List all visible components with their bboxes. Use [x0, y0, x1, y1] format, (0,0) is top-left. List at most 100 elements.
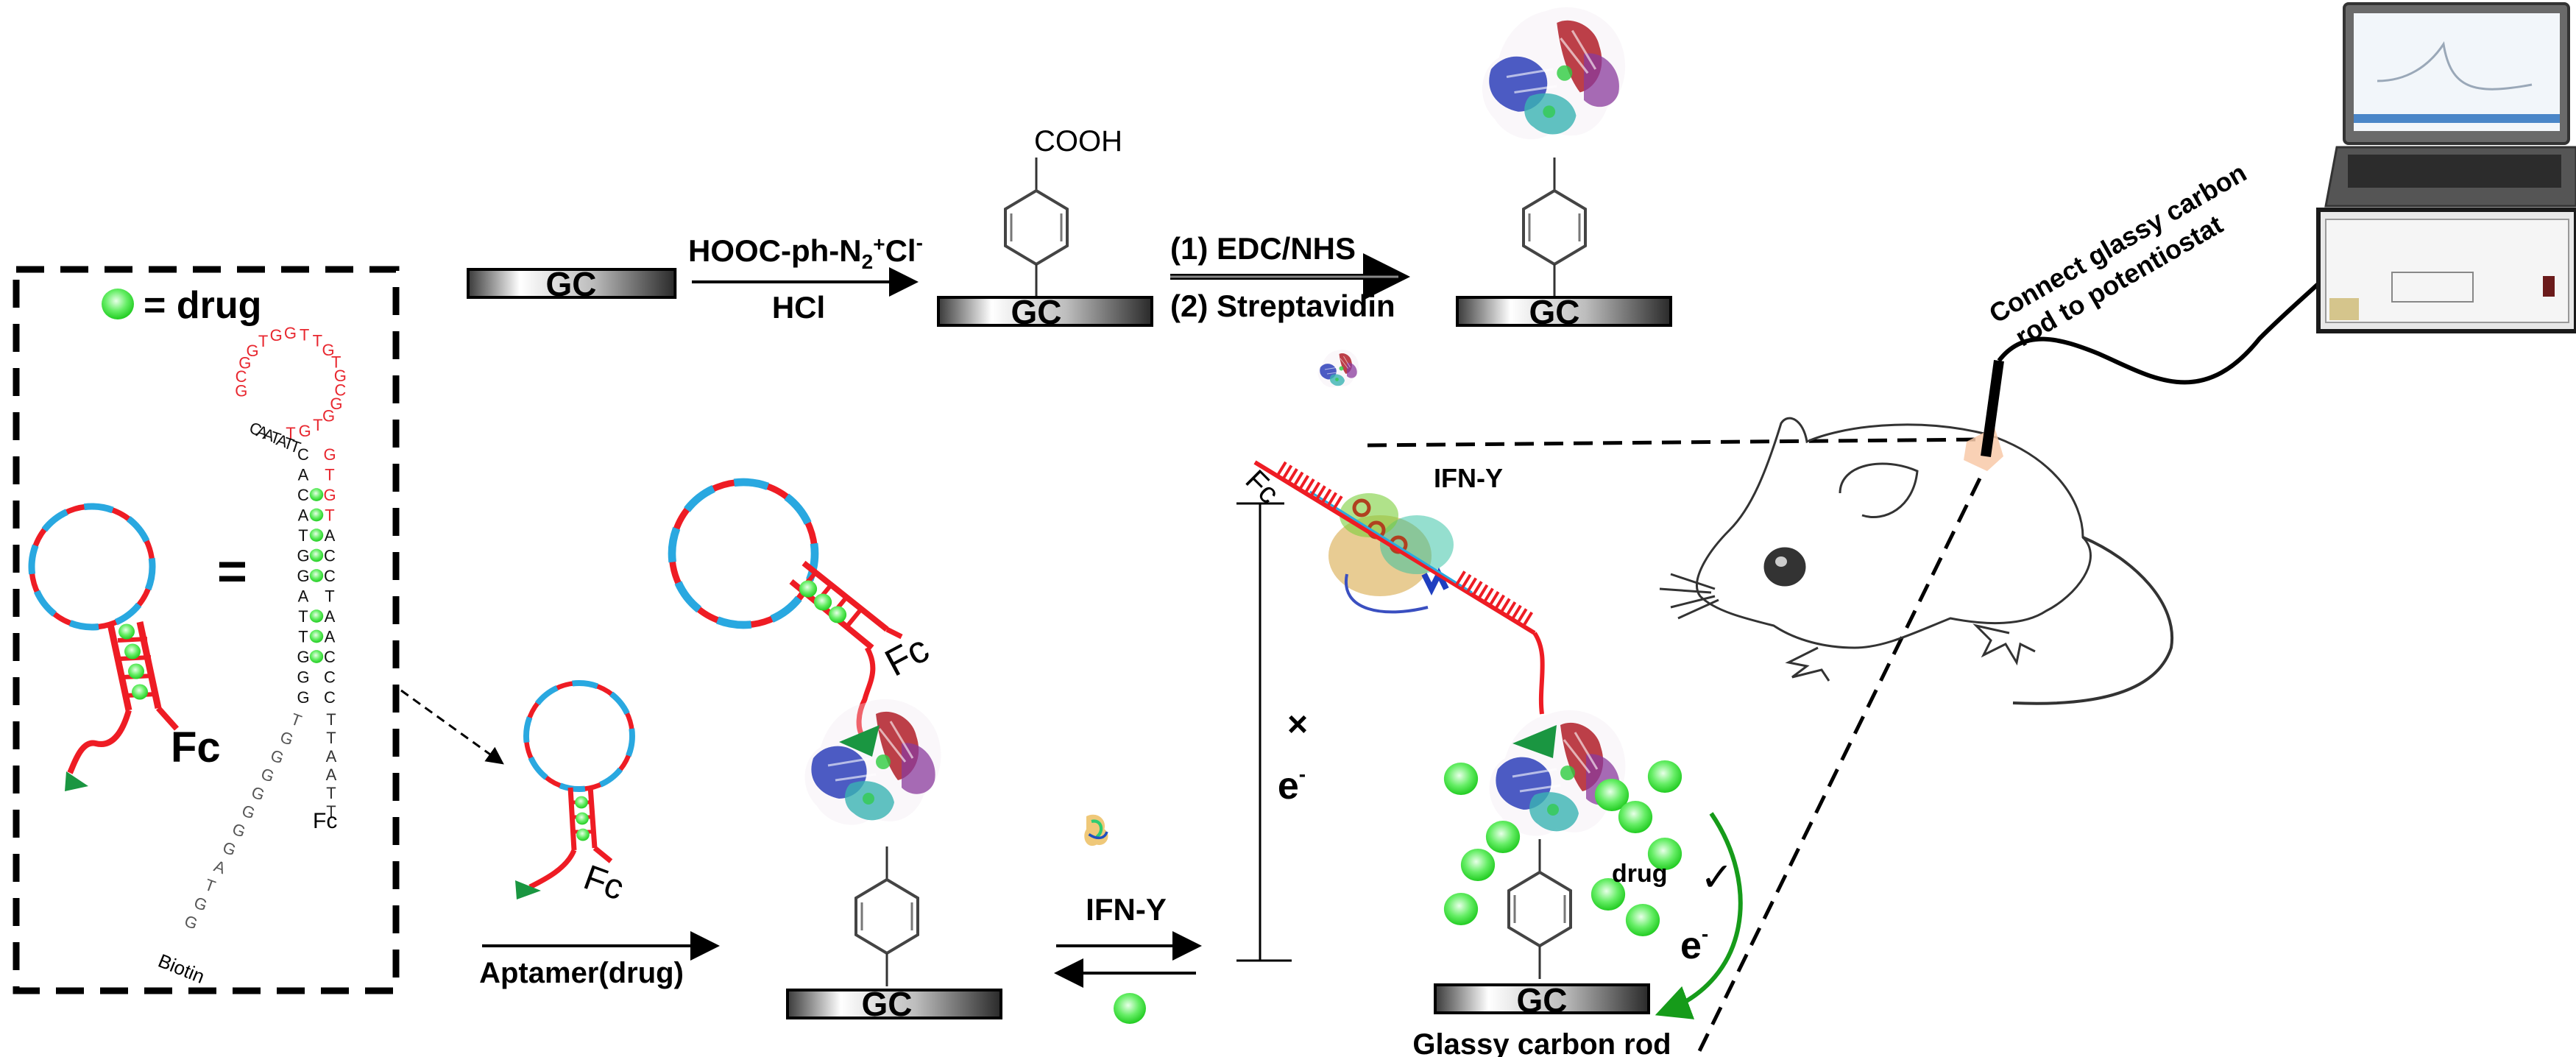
glassy-carbon-rod-caption: Glassy carbon rod: [1412, 1028, 1671, 1057]
sequence-base: G: [220, 838, 238, 859]
sequence-base: G: [239, 801, 258, 822]
zoom-projection-lines: [1367, 437, 1982, 1057]
laptop-screen: [2354, 13, 2560, 131]
aptamer-small: Fc: [515, 683, 632, 908]
sequence-base: C: [297, 486, 309, 504]
mouse-illustration: [1659, 417, 2174, 705]
gc-label: GC: [546, 265, 597, 303]
check-mark-icon: ✓: [1700, 855, 1733, 899]
biotin-label: Biotin: [155, 950, 208, 988]
base-tick: [1510, 604, 1522, 621]
sequence-base: G: [191, 893, 210, 914]
sequence-base: T: [325, 466, 334, 484]
step2-reagent-2: (2) Streptavidin: [1170, 289, 1395, 323]
sequence-base: T: [300, 326, 309, 344]
cooh-group-label: COOH: [1034, 125, 1122, 158]
base-tick: [1309, 481, 1321, 498]
ifn-gamma-label: IFN-Y: [1086, 892, 1167, 927]
sequence-base: A: [298, 466, 309, 484]
voltammogram-trace: [2377, 41, 2533, 91]
drug-legend: = drug: [102, 284, 261, 327]
sequence-base: A: [326, 747, 337, 766]
sequence-base: G: [330, 395, 342, 413]
base-tick: [1471, 581, 1483, 597]
gc-label: GC: [1517, 981, 1568, 1019]
sequence-base: G: [182, 911, 200, 933]
drug-sphere-icon: [1625, 903, 1660, 937]
base-tick: [1494, 594, 1506, 610]
drug-sphere-icon: [1485, 820, 1521, 854]
ifn-gamma-label: IFN-Y: [1434, 463, 1503, 493]
base-tick: [1460, 573, 1472, 590]
base-tick: [1454, 570, 1466, 587]
equilibrium-arrows: IFN-Y: [1054, 814, 1202, 1024]
sequence-base: G: [268, 746, 286, 767]
sequence-base: G: [323, 486, 336, 504]
gc-label: GC: [1529, 293, 1580, 331]
electrode-streptavidin: GC: [1456, 6, 1672, 331]
sequence-base: T: [326, 784, 336, 802]
fc-label: Fc: [878, 627, 935, 685]
base-tick: [1477, 584, 1489, 600]
base-tick: [1522, 611, 1534, 627]
sequence-base: G: [249, 782, 267, 804]
sequence-base: A: [298, 587, 309, 606]
step1-reagent: HOOC-ph-N2+Cl-: [688, 231, 923, 273]
sequence-base: G: [230, 819, 248, 841]
sequence-base: C: [324, 567, 336, 585]
biotin-triangle-icon: [839, 725, 880, 757]
blocked-mark: ×: [1287, 705, 1308, 744]
sequence-base: T: [326, 729, 336, 747]
base-tick: [1275, 461, 1287, 477]
sequence-base: T: [298, 628, 308, 646]
drug-sphere-icon: [309, 528, 324, 542]
sequence-base: G: [247, 342, 259, 360]
biotin-triangle-icon: [65, 771, 88, 791]
sequence-base: C: [297, 445, 309, 464]
sequence-base: G: [297, 567, 309, 585]
sequence-base: G: [277, 727, 296, 749]
sequence-base: T: [289, 710, 304, 730]
drug-sphere-icon: [1443, 762, 1479, 796]
electron-label: e-: [1680, 922, 1708, 967]
sequence-base: T: [331, 353, 341, 371]
electron-transfer-arrow: [1655, 812, 1743, 1019]
step3-reagent: Aptamer(drug): [479, 957, 684, 989]
sequence-base: T: [202, 875, 218, 896]
drug-sphere-icon: [309, 650, 324, 663]
sequence-base: T: [298, 607, 308, 626]
sequence-base: G: [238, 354, 251, 372]
sequence-base: G: [322, 406, 335, 425]
gc-label: GC: [862, 985, 913, 1023]
electrode-cable: [1997, 252, 2350, 385]
sensor-assembled: Fc GC: [672, 482, 1002, 1023]
laptop-potentiostat: [2316, 2, 2576, 333]
drug-sphere-icon: [1647, 760, 1682, 793]
sequence-base: T: [286, 424, 295, 442]
electrode-insertion: [1964, 252, 2350, 471]
fc-label: Fc: [578, 858, 629, 908]
sequence-base: G: [297, 688, 309, 707]
drug-sphere-icon: [1618, 800, 1653, 834]
glassy-carbon-rod: [1981, 360, 2004, 457]
sequence-base: C: [324, 648, 336, 666]
fc-terminal-label: Fc: [313, 809, 337, 833]
sensor-target-bound: Fc IFN-Y GC drug ✓ e- Glassy carbon rod: [1239, 460, 1743, 1057]
pointer-arrow: [400, 689, 504, 765]
sequence-base: T: [298, 526, 308, 545]
sequence-base: A: [325, 607, 336, 626]
step2-reaction-arrow: (1) EDC/NHS (2) Streptavidin: [1170, 231, 1410, 388]
equals-sign: =: [217, 542, 247, 600]
instrument-caption: Connect glassy carbonrod to potentiostat: [1984, 157, 2268, 358]
sequence-base: G: [323, 445, 336, 464]
electrode-carboxyphenyl: COOH GC: [937, 125, 1153, 331]
sequence-base: C: [236, 367, 247, 386]
drug-sphere-icon: [309, 609, 324, 623]
sequence-base: A: [325, 628, 336, 646]
sequence-base: T: [326, 802, 336, 821]
streptavidin-protein-icon: [1481, 6, 1627, 141]
sequence-base: A: [211, 857, 228, 878]
